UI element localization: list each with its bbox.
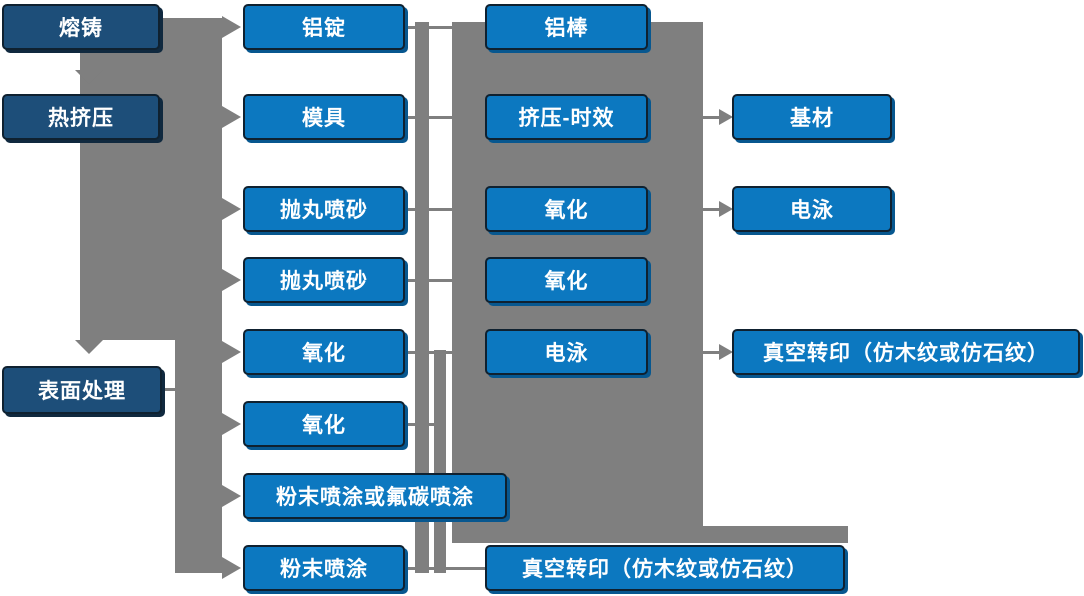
arrow-down xyxy=(75,70,103,84)
connector-mid-bar-1 xyxy=(415,22,429,573)
flow-node-n8: 氧化 xyxy=(243,329,405,375)
arrow-right xyxy=(222,557,241,579)
flow-node-n5: 模具 xyxy=(243,94,405,140)
arrow-right xyxy=(222,341,241,363)
arrow-right xyxy=(222,106,241,128)
arrow-right xyxy=(222,485,241,507)
connector-line xyxy=(405,116,452,119)
flow-node-n2: 热挤压 xyxy=(2,94,160,140)
flow-node-n17: 真空转印（仿木纹或仿石纹） xyxy=(485,545,845,591)
arrow-right xyxy=(222,16,241,38)
flow-node-n9: 氧化 xyxy=(243,401,405,447)
flow-node-n13: 挤压-时效 xyxy=(485,94,648,140)
flow-node-n15: 氧化 xyxy=(485,257,648,303)
connector-trunk-lower xyxy=(175,340,222,573)
flow-node-n4: 铝锭 xyxy=(243,4,405,50)
flow-node-n1: 熔铸 xyxy=(2,4,160,50)
connector-line xyxy=(405,208,452,211)
flow-node-n10: 粉末喷涂或氟碳喷涂 xyxy=(243,473,507,519)
arrow-right xyxy=(719,344,733,360)
arrow-right xyxy=(222,269,241,291)
arrow-right xyxy=(222,198,241,220)
flow-node-n16: 电泳 xyxy=(485,329,648,375)
connector-mid-bar-2 xyxy=(434,350,446,573)
connector-slab-extension xyxy=(700,526,848,543)
arrow-right xyxy=(719,109,733,125)
flow-node-n12: 铝棒 xyxy=(485,4,648,50)
connector-line xyxy=(703,351,720,354)
flow-node-n3: 表面处理 xyxy=(2,366,162,414)
connector-line xyxy=(163,388,180,391)
connector-line xyxy=(703,116,720,119)
connector-line xyxy=(405,567,485,570)
flow-node-n18: 基材 xyxy=(732,94,892,140)
connector-line xyxy=(405,351,452,354)
connector-line xyxy=(405,26,452,29)
flow-node-n14: 氧化 xyxy=(485,186,648,232)
arrow-right xyxy=(222,413,241,435)
connector-line xyxy=(405,279,452,282)
connector-line xyxy=(703,208,720,211)
arrow-down xyxy=(75,340,103,354)
connector-line xyxy=(405,423,446,426)
flow-node-n19: 电泳 xyxy=(732,186,892,232)
flow-node-n6: 抛丸喷砂 xyxy=(243,186,405,232)
flow-node-n20: 真空转印（仿木纹或仿石纹） xyxy=(732,329,1080,375)
arrow-right xyxy=(719,201,733,217)
connector-trunk-upper xyxy=(80,18,222,340)
flow-node-n11: 粉末喷涂 xyxy=(243,545,405,591)
flow-node-n7: 抛丸喷砂 xyxy=(243,257,405,303)
